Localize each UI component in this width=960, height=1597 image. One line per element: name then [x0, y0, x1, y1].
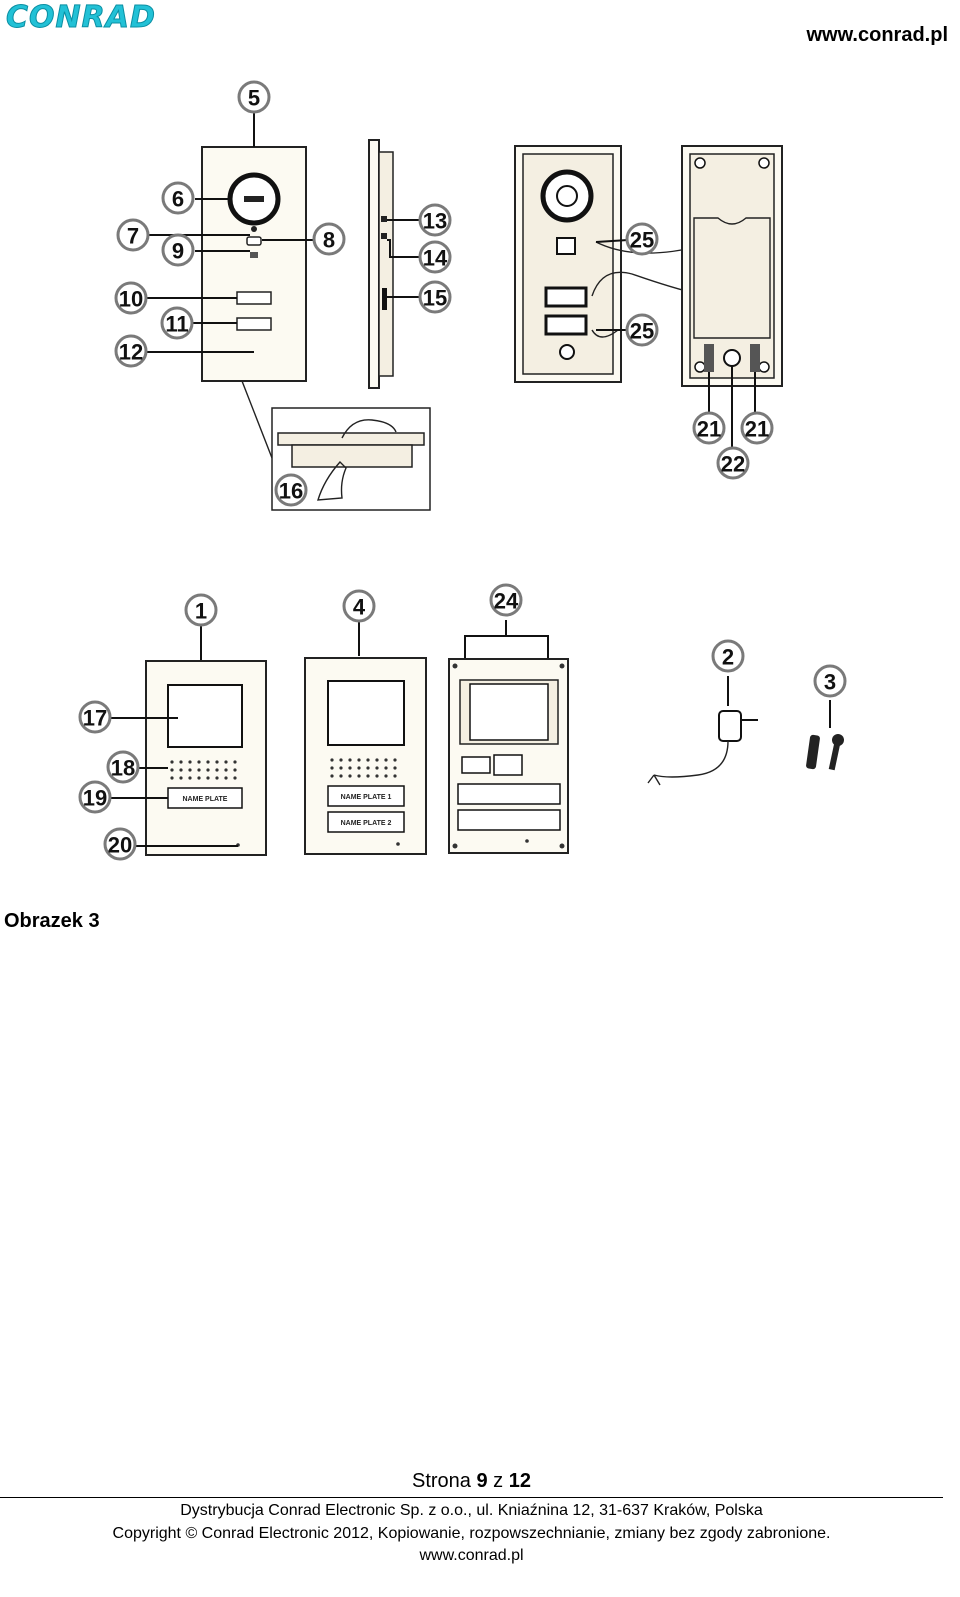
svg-text:16: 16: [279, 479, 303, 504]
svg-text:4: 4: [353, 595, 366, 620]
callout-18: 18: [106, 750, 140, 784]
name-plate-label: NAME PLATE: [183, 796, 228, 803]
svg-text:25: 25: [630, 319, 654, 344]
logo-text: CONRAD: [6, 0, 156, 36]
callout-14: 14: [418, 240, 452, 274]
page-number: Strona 9 z 12: [412, 1470, 531, 1492]
callout-10: 10: [114, 281, 148, 315]
screws-icon: [806, 734, 844, 771]
callout-20: 20: [103, 827, 137, 861]
device-diagram: NAME PLATE NAME PLATE 1 NAME PLATE 2: [78, 80, 847, 861]
callout-25-bottom: 25: [625, 313, 659, 347]
svg-text:2: 2: [722, 645, 734, 670]
svg-text:9: 9: [172, 239, 184, 264]
call-button-2: [236, 317, 272, 331]
name-plate-2-label: NAME PLATE 2: [341, 820, 392, 827]
header-website: www.conrad.pl: [806, 24, 949, 46]
callout-22: 22: [716, 446, 750, 480]
svg-text:6: 6: [172, 187, 184, 212]
svg-text:21: 21: [745, 417, 769, 442]
footer-copyright: Copyright © Conrad Electronic 2012, Kopi…: [112, 1525, 831, 1542]
callout-7: 7: [116, 218, 150, 252]
footer-distribution: Dystrybucja Conrad Electronic Sp. z o.o.…: [180, 1502, 763, 1519]
footer-divider: [0, 1497, 943, 1498]
callout-11: 11: [160, 306, 194, 340]
svg-text:7: 7: [127, 224, 139, 249]
svg-text:3: 3: [824, 670, 836, 695]
callout-13: 13: [418, 203, 452, 237]
callout-3: 3: [813, 664, 847, 698]
callout-15: 15: [418, 280, 452, 314]
svg-text:11: 11: [165, 312, 188, 337]
svg-text:14: 14: [423, 246, 448, 271]
callout-1: 1: [184, 593, 218, 627]
callout-8: 8: [312, 222, 346, 256]
name-plate-1-label: NAME PLATE 1: [341, 794, 392, 801]
svg-text:13: 13: [423, 209, 447, 234]
svg-text:24: 24: [494, 589, 519, 614]
speaker-grille-1: [170, 760, 237, 780]
conrad-logo: CONRAD: [6, 0, 156, 36]
callout-4: 4: [342, 589, 376, 623]
svg-text:17: 17: [83, 706, 107, 731]
footer-website: www.conrad.pl: [419, 1547, 524, 1564]
svg-text:1: 1: [195, 599, 207, 624]
svg-text:12: 12: [119, 340, 143, 365]
callout-17: 17: [78, 700, 112, 734]
power-adapter-icon: [647, 710, 758, 786]
svg-text:21: 21: [697, 417, 721, 442]
callout-9: 9: [161, 233, 195, 267]
svg-text:22: 22: [721, 452, 745, 477]
svg-text:15: 15: [423, 286, 447, 311]
svg-text:10: 10: [119, 287, 143, 312]
svg-text:8: 8: [323, 228, 335, 253]
svg-text:25: 25: [630, 228, 654, 253]
svg-text:5: 5: [248, 86, 260, 111]
callout-6: 6: [161, 181, 195, 215]
figure-caption: Obrazek 3: [4, 910, 100, 932]
callout-19: 19: [78, 780, 112, 814]
call-button-1: [236, 291, 272, 305]
callout-21-left: 21: [692, 411, 726, 445]
callout-24: 24: [489, 583, 523, 617]
speaker-grille-2: [330, 758, 397, 778]
callout-21-right: 21: [740, 411, 774, 445]
callout-5: 5: [237, 80, 271, 114]
callout-25-top: 25: [625, 222, 659, 256]
callout-2: 2: [711, 639, 745, 673]
svg-text:20: 20: [108, 833, 132, 858]
callout-12: 12: [114, 334, 148, 368]
svg-text:19: 19: [83, 786, 107, 811]
svg-text:18: 18: [111, 756, 135, 781]
callout-16: 16: [274, 473, 308, 507]
